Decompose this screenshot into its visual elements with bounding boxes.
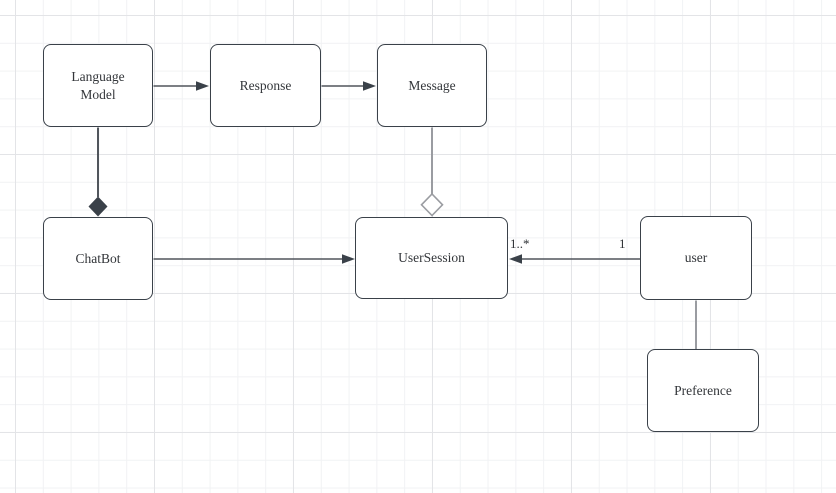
multiplicity-label-usersession-end[interactable]: 1..* <box>510 236 530 251</box>
node-preference[interactable]: Preference <box>647 349 759 432</box>
node-label: Language Model <box>71 68 125 102</box>
arrowhead-icon <box>342 254 355 264</box>
node-label: Preference <box>674 382 732 398</box>
node-user[interactable]: user <box>640 216 752 300</box>
node-user-session[interactable]: UserSession <box>355 217 508 299</box>
arrowhead-icon <box>363 81 376 91</box>
composition-diamond-icon <box>88 196 108 217</box>
node-language-model[interactable]: Language Model <box>43 44 153 127</box>
aggregation-diamond-icon <box>420 192 444 217</box>
edge-chatbot-usersession[interactable] <box>153 254 356 264</box>
edge-languagemodel-response[interactable] <box>153 81 210 91</box>
node-response[interactable]: Response <box>210 44 321 127</box>
arrowhead-icon <box>509 254 522 264</box>
node-label: ChatBot <box>75 250 121 266</box>
edge-languagemodel-chatbot-composition[interactable] <box>88 127 108 217</box>
node-chatbot[interactable]: ChatBot <box>43 217 153 300</box>
node-label: Response <box>239 77 292 93</box>
edge-user-usersession[interactable] <box>509 254 640 264</box>
edge-message-usersession-aggregation[interactable] <box>420 127 444 217</box>
multiplicity-label-user-end[interactable]: 1 <box>619 236 626 251</box>
node-label: Message <box>408 77 456 93</box>
node-label: user <box>684 250 708 266</box>
node-message[interactable]: Message <box>377 44 487 127</box>
node-label: UserSession <box>398 250 465 266</box>
edge-response-message[interactable] <box>321 81 377 91</box>
arrowhead-icon <box>196 81 209 91</box>
